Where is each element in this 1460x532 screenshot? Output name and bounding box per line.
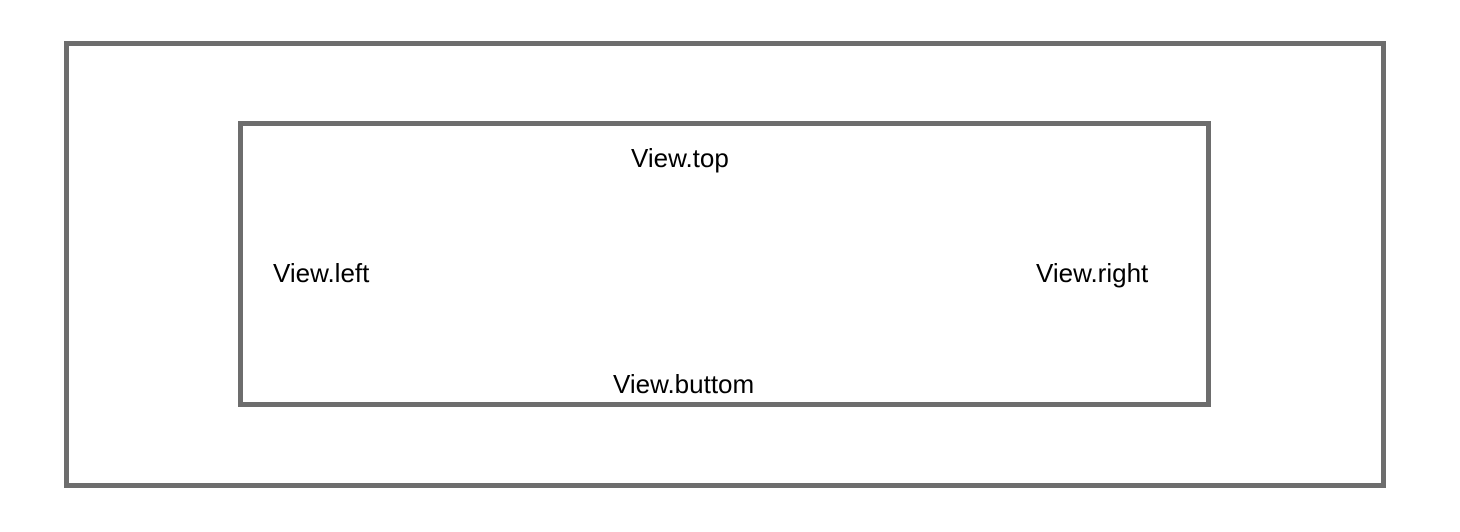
view-right-label: View.right	[1036, 258, 1149, 288]
view-top-label: View.top	[631, 143, 729, 173]
inner-view-box	[238, 121, 1211, 407]
view-left-label: View.left	[273, 258, 370, 288]
outer-container-box	[64, 41, 1386, 488]
view-bottom-label: View.buttom	[613, 369, 755, 399]
